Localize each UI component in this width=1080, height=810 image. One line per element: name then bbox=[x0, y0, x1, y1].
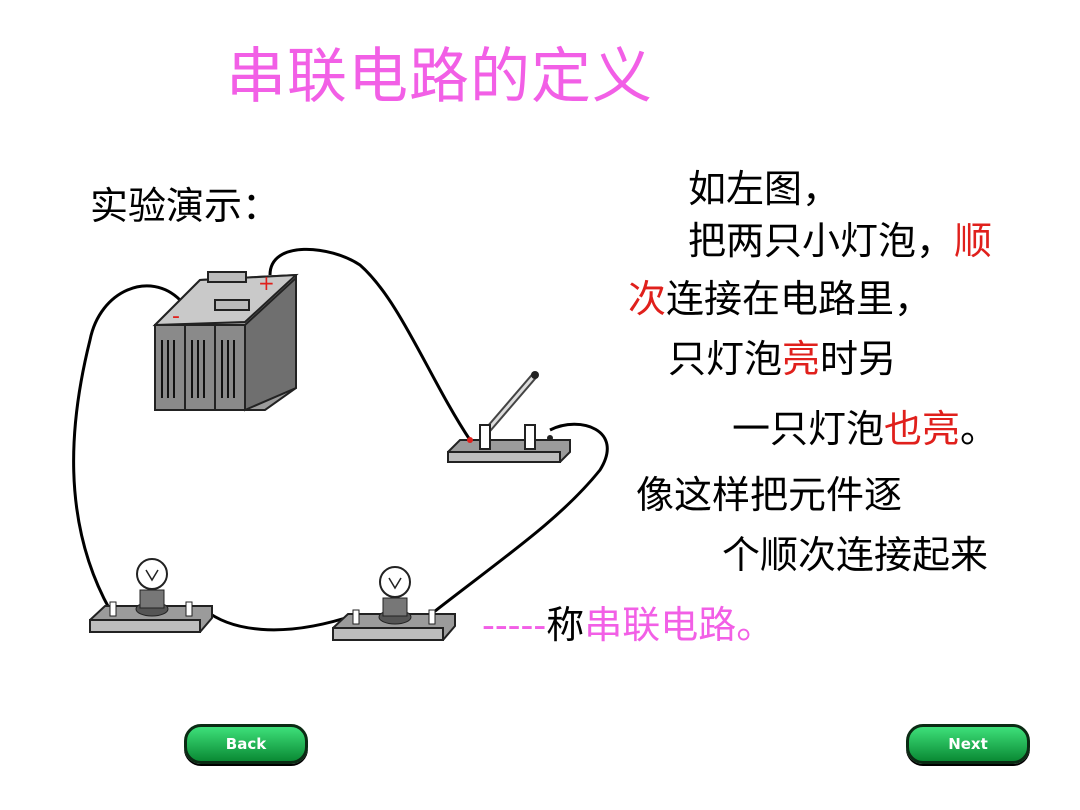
battery: + - bbox=[152, 271, 299, 412]
text-line-7: 个顺次连接起来 bbox=[722, 533, 989, 577]
wire-bulb2-to-switch bbox=[429, 422, 609, 617]
text-line-8: -----称串联电路。 bbox=[482, 603, 775, 647]
text-line-5: 一只灯泡也亮。 bbox=[732, 407, 999, 451]
next-button[interactable]: Next bbox=[906, 724, 1030, 764]
slide-title: 串联电路的定义 bbox=[226, 42, 653, 112]
bulb-holder-2 bbox=[332, 566, 456, 641]
bulb-holder-1 bbox=[89, 558, 213, 633]
text-line-1: 如左图， bbox=[688, 167, 841, 211]
text-line-3: 次连接在电路里， bbox=[628, 277, 933, 321]
wire-battery-to-switch bbox=[268, 247, 472, 441]
wire-battery-to-bulb1 bbox=[72, 284, 182, 611]
text-line-4: 只灯泡亮时另 bbox=[668, 337, 897, 381]
knife-switch bbox=[447, 371, 571, 463]
text-line-6: 像这样把元件逐 bbox=[636, 473, 903, 517]
battery-minus-label: - bbox=[172, 304, 180, 329]
battery-plus-label: + bbox=[258, 271, 275, 295]
text-line-2: 把两只小灯泡，顺 bbox=[688, 219, 993, 263]
wire-bulb1-to-bulb2 bbox=[204, 608, 356, 632]
demo-label: 实验演示： bbox=[90, 184, 281, 228]
back-button[interactable]: Back bbox=[184, 724, 308, 764]
